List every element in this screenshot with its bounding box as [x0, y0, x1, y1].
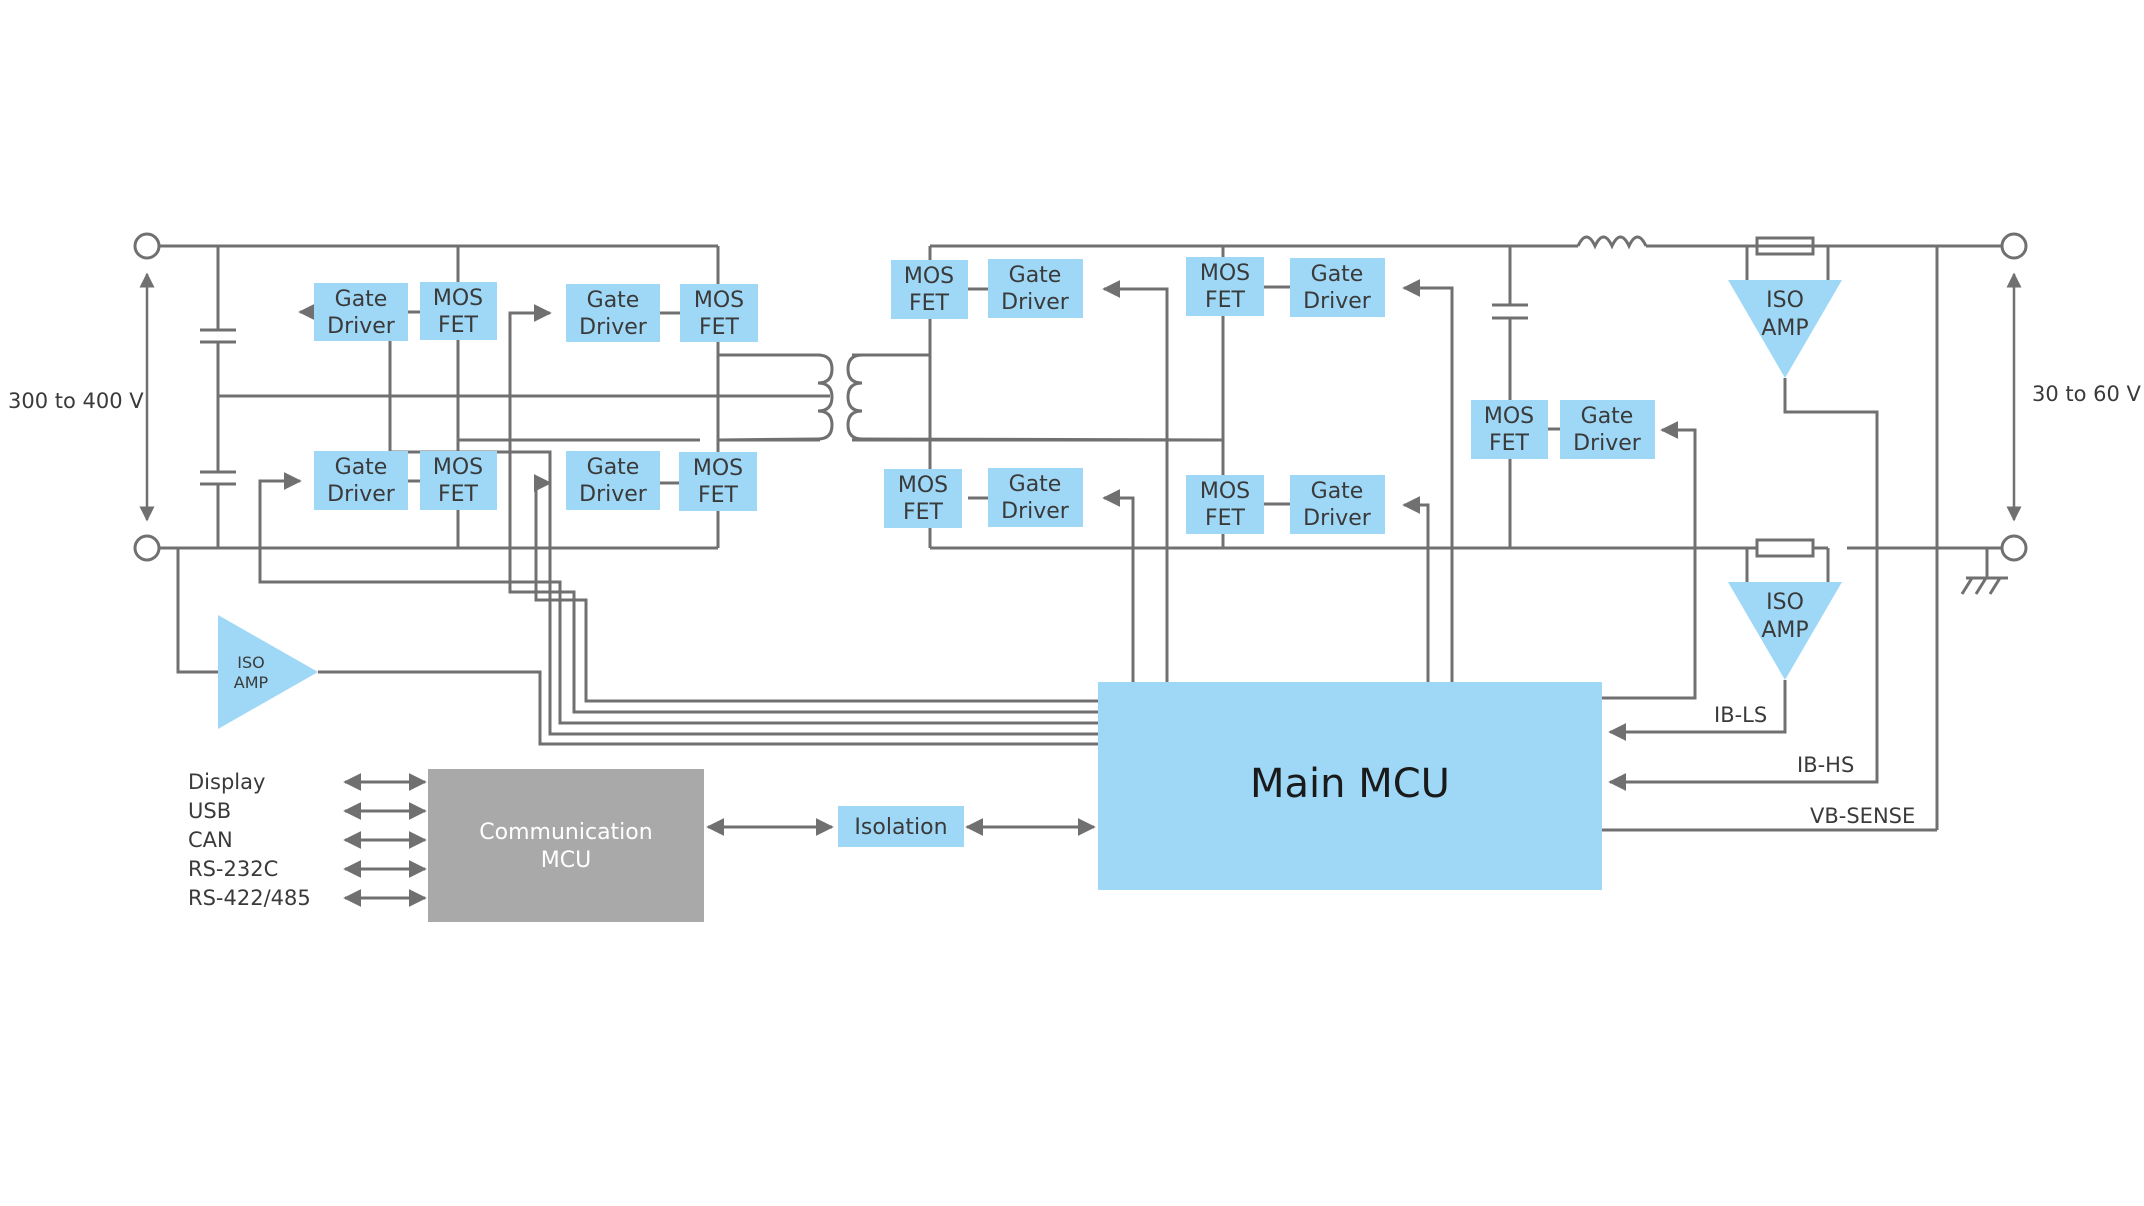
gate-driver-label-2: Driver	[1573, 431, 1642, 456]
gate-driver-block: Gate Driver	[1560, 400, 1655, 459]
gate-driver-label-2: Driver	[579, 482, 648, 507]
gate-driver-label-2: Driver	[1001, 499, 1070, 524]
mosfet-block: MOS FET	[420, 282, 497, 340]
ib-ls-label: IB-LS	[1714, 703, 1767, 727]
interface-can-label: CAN	[188, 828, 233, 852]
mosfet-label-2: FET	[1489, 431, 1530, 456]
mosfet-label-2: FET	[698, 483, 739, 508]
gate-driver-label-1: Gate	[335, 287, 388, 312]
interface-rs422-485-label: RS-422/485	[188, 886, 311, 910]
gate-driver-block: Gate Driver	[566, 451, 660, 510]
output-voltage-label: 30 to 60 V	[2032, 382, 2142, 406]
output-capacitor	[1492, 303, 1528, 320]
mosfet-label-1: MOS	[433, 286, 483, 311]
input-capacitor-top	[200, 328, 236, 344]
main-mcu-block: Main MCU	[1098, 682, 1602, 890]
mosfet-label-2: FET	[903, 500, 944, 525]
iso-amp-label-2: AMP	[234, 673, 269, 692]
gate-driver-label-1: Gate	[587, 288, 640, 313]
input-voltage-label: 300 to 400 V	[8, 389, 144, 413]
interface-display-label: Display	[188, 770, 265, 794]
mosfet-label-2: FET	[438, 482, 479, 507]
input-capacitor-bottom	[200, 470, 236, 486]
input-terminal-negative	[133, 534, 161, 562]
gate-driver-block: Gate Driver	[988, 468, 1083, 527]
iso-amp-label-2: AMP	[1761, 316, 1808, 341]
vb-sense-label: VB-SENSE	[1810, 804, 1915, 828]
mosfet-block: MOS FET	[1186, 257, 1264, 316]
iso-amp-high-side: ISO AMP	[1728, 280, 1842, 378]
mosfet-label-1: MOS	[1484, 404, 1534, 429]
mosfet-label-2: FET	[699, 315, 740, 340]
mosfet-label-1: MOS	[1200, 479, 1250, 504]
mosfet-block: MOS FET	[679, 452, 757, 511]
gate-driver-label-2: Driver	[327, 314, 396, 339]
gate-driver-block: Gate Driver	[566, 284, 660, 342]
mosfet-block: MOS FET	[680, 284, 758, 342]
mosfet-label-1: MOS	[433, 455, 483, 480]
iso-amp-label-2: AMP	[1761, 618, 1808, 643]
gate-driver-label-1: Gate	[335, 455, 388, 480]
communication-mcu-block: Communication MCU	[428, 769, 704, 922]
iso-amp-label-1: ISO	[1766, 590, 1804, 615]
gate-driver-label-2: Driver	[1001, 290, 1070, 315]
gate-driver-label-2: Driver	[1303, 289, 1372, 314]
mosfet-label-1: MOS	[694, 288, 744, 313]
gate-driver-block: Gate Driver	[314, 451, 408, 510]
shunt-resistor-bottom	[1755, 538, 1815, 558]
iso-amp-low-side: ISO AMP	[1728, 582, 1842, 680]
output-terminal-positive	[2000, 232, 2028, 260]
iso-amp-label-1: ISO	[1766, 288, 1804, 313]
mosfet-block: MOS FET	[1186, 475, 1264, 534]
gate-driver-block: Gate Driver	[988, 259, 1083, 318]
mosfet-label-2: FET	[1205, 506, 1246, 531]
mosfet-block: MOS FET	[1471, 400, 1548, 459]
gate-driver-label-1: Gate	[1311, 479, 1364, 504]
mosfet-label-1: MOS	[1200, 261, 1250, 286]
mosfet-block: MOS FET	[891, 260, 968, 319]
interface-usb-label: USB	[188, 799, 231, 823]
gate-driver-label-2: Driver	[327, 482, 396, 507]
interface-rs232c-label: RS-232C	[188, 857, 278, 881]
gate-driver-label-1: Gate	[1581, 404, 1634, 429]
mosfet-label-2: FET	[438, 313, 479, 338]
gate-driver-label-1: Gate	[587, 455, 640, 480]
iso-amp-label-1: ISO	[237, 653, 264, 672]
mosfet-label-1: MOS	[898, 473, 948, 498]
gate-driver-label-2: Driver	[1303, 506, 1372, 531]
gate-driver-label-1: Gate	[1009, 263, 1062, 288]
transformer	[717, 353, 1224, 442]
gate-driver-label-1: Gate	[1009, 472, 1062, 497]
iso-amp-primary: ISO AMP	[218, 615, 318, 729]
mosfet-label-2: FET	[909, 291, 950, 316]
main-mcu-label: Main MCU	[1250, 761, 1450, 807]
output-terminal-negative	[2000, 534, 2028, 562]
gate-driver-block: Gate Driver	[1290, 258, 1385, 317]
mosfet-label-2: FET	[1205, 288, 1246, 313]
gate-driver-label-1: Gate	[1311, 262, 1364, 287]
comm-mcu-label-2: MCU	[541, 848, 591, 873]
isolation-block: Isolation	[838, 806, 964, 847]
input-terminal-positive	[133, 232, 161, 260]
mosfet-label-1: MOS	[904, 264, 954, 289]
gate-driver-label-2: Driver	[579, 315, 648, 340]
gate-driver-block: Gate Driver	[1290, 475, 1385, 534]
comm-mcu-label-1: Communication	[479, 820, 652, 845]
gate-driver-block: Gate Driver	[314, 283, 408, 341]
mosfet-block: MOS FET	[884, 469, 962, 528]
mosfet-label-1: MOS	[693, 456, 743, 481]
mosfet-block: MOS FET	[420, 451, 497, 510]
ib-hs-label: IB-HS	[1797, 753, 1854, 777]
isolation-label: Isolation	[854, 815, 947, 840]
